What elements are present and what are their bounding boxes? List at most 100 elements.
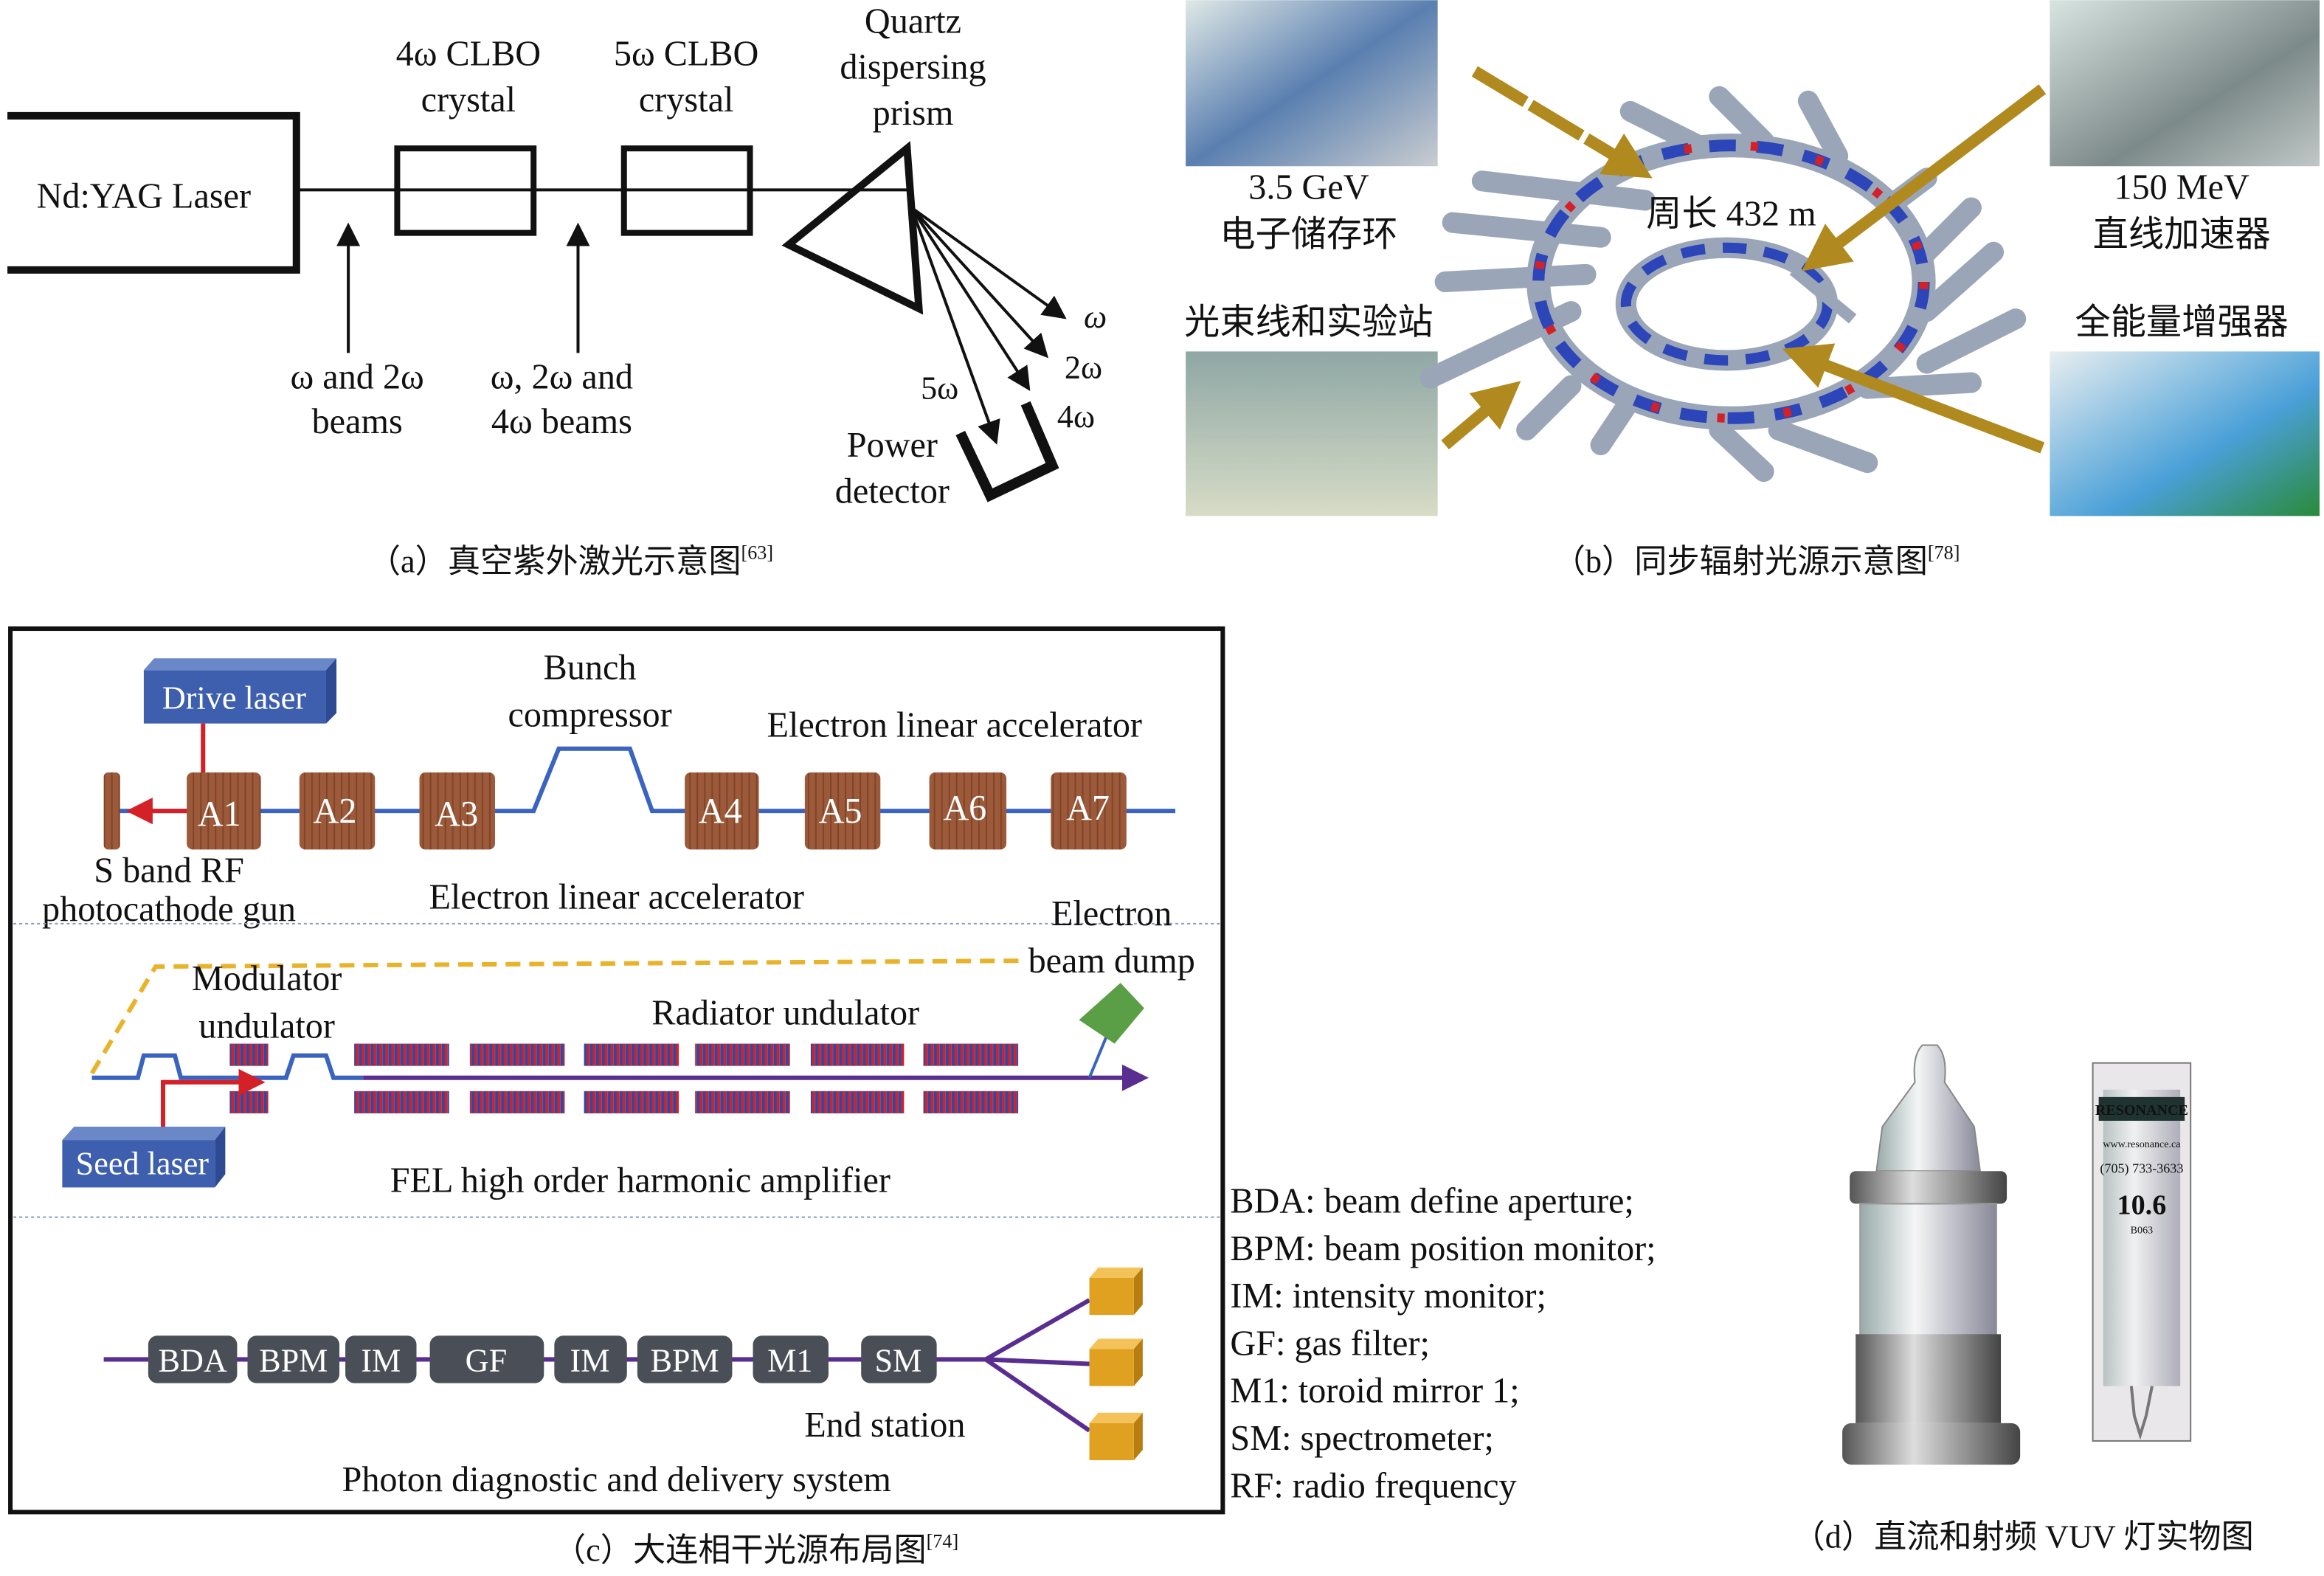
legend-item: SM: spectrometer; <box>1230 1419 1493 1458</box>
beams-1-label: ω and 2ω <box>291 358 424 397</box>
svg-text:A6: A6 <box>943 789 986 828</box>
panel-a-vuv-laser: Nd:YAG Laser 4ω CLBO crystal 5ω CLBO cry… <box>7 1 1107 580</box>
seed-laser-label: Seed laser <box>76 1145 210 1181</box>
seed-laser-path <box>160 1068 266 1135</box>
panel-b-synchrotron: 3.5 GeV 电子储存环 150 MeV 直线加速器 光束线和实验站 全能量增… <box>1184 0 2320 580</box>
svg-text:IM: IM <box>361 1343 401 1379</box>
ray-w-label: ω <box>1084 299 1107 335</box>
prism <box>781 141 924 315</box>
dc-lamp <box>1842 1044 2021 1465</box>
legend-item: BDA: beam define aperture; <box>1230 1182 1633 1221</box>
seed-laser-box-top <box>62 1127 226 1141</box>
caption-c: （c）大连相干光源布局图[74] <box>553 1531 958 1569</box>
photo-booster <box>2050 351 2320 516</box>
ray-4w-label: 4ω <box>1057 398 1095 435</box>
crystal-5w-label-2: crystal <box>639 80 734 120</box>
linac-label: 直线加速器 <box>2093 215 2271 255</box>
cavity-a7: A7 <box>1051 772 1127 850</box>
fel-label: FEL high order harmonic amplifier <box>390 1161 890 1200</box>
prism-label-3: prism <box>873 94 954 133</box>
svg-text:A5: A5 <box>819 792 862 831</box>
beamline-label: 光束线和实验站 <box>1184 303 1433 342</box>
seed-laser-box <box>62 1140 215 1188</box>
power-detector <box>955 401 1059 502</box>
legend-item: M1: toroid mirror 1; <box>1230 1372 1519 1411</box>
crystal-5w <box>620 145 753 236</box>
booster-label: 全能量增强器 <box>2075 303 2289 342</box>
photo-linac <box>2050 0 2320 167</box>
laser-label: Nd:YAG Laser <box>37 177 252 216</box>
photo-beamline <box>1186 351 1438 516</box>
dump-line <box>1087 1034 1109 1079</box>
bunch-compressor-label-2: compressor <box>508 696 671 735</box>
panel-c-dcls-layout: Drive laser A1 A2 A3 A4 A5 A6 A7 Bunch c… <box>8 626 1225 1569</box>
diag-im-1: IM <box>345 1335 417 1383</box>
diag-bpm-2: BPM <box>637 1335 733 1383</box>
svg-text:M1: M1 <box>767 1343 812 1379</box>
bypass-dashed-line <box>89 958 1023 1075</box>
bunch-compressor-label: Bunch <box>544 648 637 687</box>
diag-bda: BDA <box>148 1335 238 1383</box>
cavity-a2: A2 <box>299 772 376 850</box>
svg-text:A2: A2 <box>314 792 357 831</box>
photon-system-label: Photon diagnostic and delivery system <box>342 1460 891 1499</box>
linac-label-bottom: Electron linear accelerator <box>429 878 803 917</box>
caption-d: （d）直流和射频 VUV 灯实物图 <box>1793 1519 2254 1555</box>
circumference-label: 周长 432 m <box>1646 195 1816 234</box>
cavity-a3: A3 <box>419 772 495 850</box>
diag-bpm-1: BPM <box>247 1335 340 1383</box>
vial-wavelength: 10.6 <box>2117 1190 2167 1221</box>
vial-brand: RESONANCE <box>2095 1102 2188 1119</box>
panel-d-vuv-lamps: RESONANCE www.resonance.ca (705) 733-363… <box>1793 1044 2254 1555</box>
beams-1-label-2: beams <box>312 402 403 441</box>
beam-dump-label-2: beam dump <box>1028 941 1195 981</box>
svg-text:BPM: BPM <box>259 1343 328 1379</box>
caption-b: （b）同步辐射光源示意图[78] <box>1553 542 1960 580</box>
cavity-a4: A4 <box>685 772 759 850</box>
diag-gf: GF <box>429 1335 544 1383</box>
beams-2-label: ω, 2ω and <box>491 358 633 397</box>
beams-2-label-2: 4ω beams <box>491 402 632 441</box>
abbreviation-legend: BDA: beam define aperture; BPM: beam pos… <box>1230 1182 1656 1506</box>
crystal-4w-label: 4ω CLBO <box>396 35 541 74</box>
svg-text:BPM: BPM <box>650 1343 719 1379</box>
rf-lamp-vial: RESONANCE www.resonance.ca (705) 733-363… <box>2092 1062 2192 1442</box>
modulator-label-2: undulator <box>198 1007 335 1046</box>
modulator-label: Modulator <box>192 959 342 998</box>
crystal-4w-label-2: crystal <box>421 80 516 120</box>
svg-text:A1: A1 <box>198 795 241 834</box>
photocathode-gun <box>103 772 120 850</box>
detector-label-2: detector <box>835 471 950 511</box>
vial-code: B063 <box>2131 1225 2153 1237</box>
caption-a: （a）真空紫外激光示意图[63] <box>368 542 773 580</box>
svg-text:SM: SM <box>874 1343 921 1379</box>
dispersed-rays <box>910 206 1067 445</box>
cavity-a6: A6 <box>929 772 1007 850</box>
end-station-cubes <box>1089 1267 1143 1461</box>
svg-text:GF: GF <box>466 1343 508 1379</box>
svg-text:BDA: BDA <box>159 1343 227 1379</box>
ray-2w-label: 2ω <box>1065 350 1102 386</box>
undulators <box>229 1043 1019 1113</box>
detector-label: Power <box>847 426 938 465</box>
linac-label-top: Electron linear accelerator <box>767 706 1142 745</box>
storage-ring-label: 电子储存环 <box>1220 215 1397 255</box>
cavity-a1: A1 <box>187 772 261 850</box>
drive-laser-box-top <box>143 658 337 671</box>
legend-item: IM: intensity monitor; <box>1230 1276 1546 1316</box>
crystal-4w <box>394 145 537 236</box>
crystal-5w-label: 5ω CLBO <box>614 35 758 74</box>
gold-arrows <box>1441 66 2047 454</box>
photon-branches <box>984 1298 1091 1433</box>
laser-box <box>7 111 300 274</box>
beam-dump-label: Electron <box>1051 894 1172 933</box>
legend-item: GF: gas filter; <box>1230 1324 1429 1363</box>
diag-sm: SM <box>861 1335 937 1383</box>
prism-label-2: dispersing <box>840 48 986 87</box>
photo-storage-ring <box>1186 0 1438 167</box>
vial-phone: (705) 733-3633 <box>2100 1161 2183 1176</box>
ray-5w-label: 5ω <box>921 370 958 407</box>
vial-url: www.resonance.ca <box>2103 1138 2181 1150</box>
linac-energy: 150 MeV <box>2114 167 2249 207</box>
